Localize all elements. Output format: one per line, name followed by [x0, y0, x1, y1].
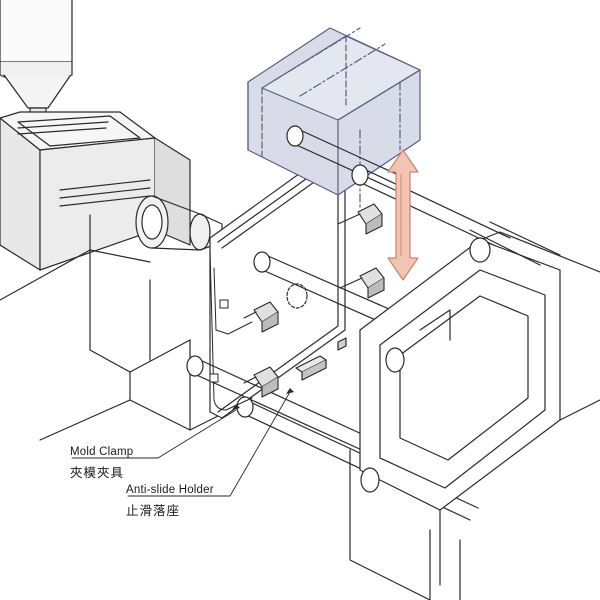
mold-clamp-icon — [243, 301, 279, 333]
hopper — [0, 0, 73, 131]
anti-slide-holder-icon — [295, 337, 347, 381]
mold-clamp-icon — [339, 267, 385, 299]
anti-slide-holder-label-zh: 止滑落座 — [126, 504, 181, 518]
moving-platen — [349, 221, 600, 600]
leader-lines — [71, 391, 291, 497]
mold-clamps — [243, 203, 385, 398]
mold-clamp-icon — [337, 203, 383, 235]
machine-base — [39, 249, 231, 441]
double-vertical-arrow-icon — [387, 149, 419, 281]
cable-routing — [209, 249, 253, 411]
mold-block — [247, 27, 421, 211]
injection-barrel — [135, 195, 223, 251]
pointer-arrows — [232, 388, 294, 410]
mold-clamp-label-en: Mold Clamp — [70, 446, 134, 458]
injection-unit — [0, 111, 191, 301]
mold-clamp-label-zh: 夾模夾具 — [70, 466, 125, 480]
fixed-platen — [209, 147, 346, 419]
mold-clamp-icon — [243, 366, 279, 398]
anti-slide-holder-label-en: Anti-slide Holder — [126, 484, 214, 496]
